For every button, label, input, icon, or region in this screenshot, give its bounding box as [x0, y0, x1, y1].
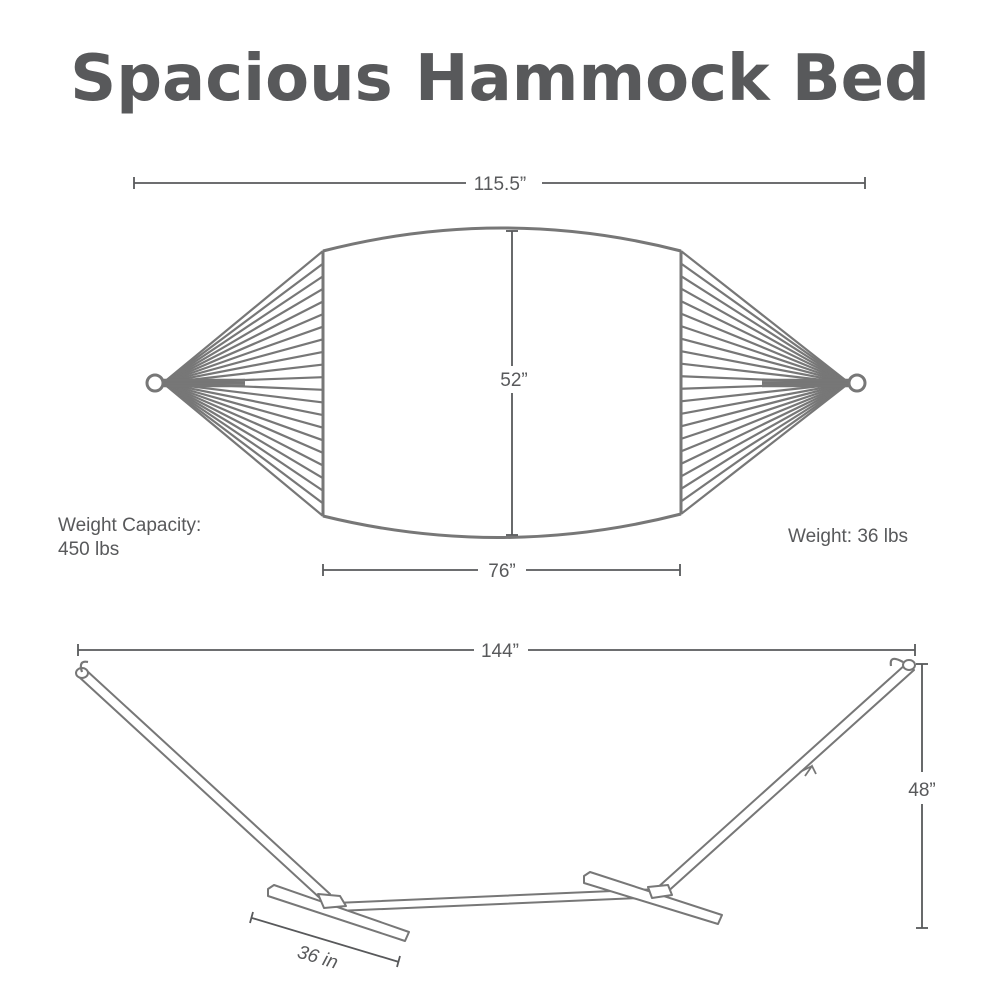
rope-line — [680, 275, 850, 384]
overall-length-label: 115.5” — [474, 174, 526, 195]
stand-left-foot — [267, 884, 410, 942]
rope-line — [680, 381, 850, 428]
hammock-stand — [75, 659, 916, 942]
base-width-label: 36 in — [295, 942, 340, 974]
weight-capacity-value: 450 lbs — [58, 539, 120, 560]
rope-line — [162, 300, 324, 384]
rope-line — [680, 250, 850, 384]
rope-line — [162, 262, 324, 384]
rope-line — [680, 312, 850, 385]
rope-line — [680, 382, 850, 490]
rope-line — [680, 381, 850, 453]
rope-line — [680, 381, 850, 415]
right-end-ring — [847, 373, 867, 393]
left-rope-fan — [162, 250, 324, 517]
left-end-ring — [145, 373, 165, 393]
weight-capacity-label: Weight Capacity: — [58, 515, 202, 536]
rope-line — [162, 381, 324, 442]
rope-line — [162, 381, 324, 454]
bed-width-dimension — [506, 230, 518, 536]
rope-line — [680, 300, 850, 384]
rope-line — [680, 287, 850, 384]
rope-line — [162, 382, 324, 517]
overall-length-dimension — [133, 177, 866, 189]
right-hook-icon — [889, 657, 904, 667]
base-width-dimension — [249, 911, 401, 968]
stand-right-joint — [647, 884, 673, 899]
rope-line — [162, 350, 324, 385]
stand-length-label: 144” — [481, 641, 519, 662]
rope-line — [680, 350, 850, 385]
rope-line — [162, 313, 324, 385]
rope-line — [162, 382, 324, 467]
rope-line — [162, 382, 324, 505]
right-rope-fan — [680, 250, 850, 515]
rope-line — [162, 381, 324, 417]
left-hook-icon — [79, 660, 89, 673]
stand-length-dimension — [77, 644, 916, 656]
rope-line — [680, 262, 850, 384]
rope-line — [162, 287, 324, 384]
rope-line — [680, 325, 850, 385]
rope-line — [162, 275, 324, 384]
stand-left-arm — [77, 669, 331, 901]
rope-line — [162, 381, 324, 429]
rope-line — [680, 382, 850, 478]
rope-line — [680, 382, 850, 515]
stand-height-dimension — [916, 663, 928, 929]
stand-right-arm — [655, 663, 915, 896]
stand-left-joint — [317, 893, 347, 909]
bed-width-label: 52” — [500, 370, 527, 391]
rope-line — [162, 338, 324, 385]
rope-line — [680, 337, 850, 385]
bed-length-label: 76” — [488, 561, 515, 582]
rope-line — [162, 382, 324, 492]
weight-capacity-note: Weight Capacity: 450 lbs — [58, 514, 201, 562]
rope-line — [162, 382, 324, 480]
hammock-bed — [321, 226, 683, 539]
rope-line — [680, 381, 850, 440]
page-title: Spacious Hammock Bed — [70, 42, 930, 116]
rope-line — [162, 325, 324, 385]
rope-line — [680, 382, 850, 465]
arm-knob-icon — [799, 764, 817, 777]
bed-length-dimension — [322, 564, 681, 576]
weight-note: Weight: 36 lbs — [788, 526, 909, 547]
rope-line — [680, 382, 850, 503]
rope-line — [162, 250, 324, 384]
stand-right-arm-cap — [902, 659, 916, 671]
stand-height-label: 48” — [908, 780, 935, 801]
